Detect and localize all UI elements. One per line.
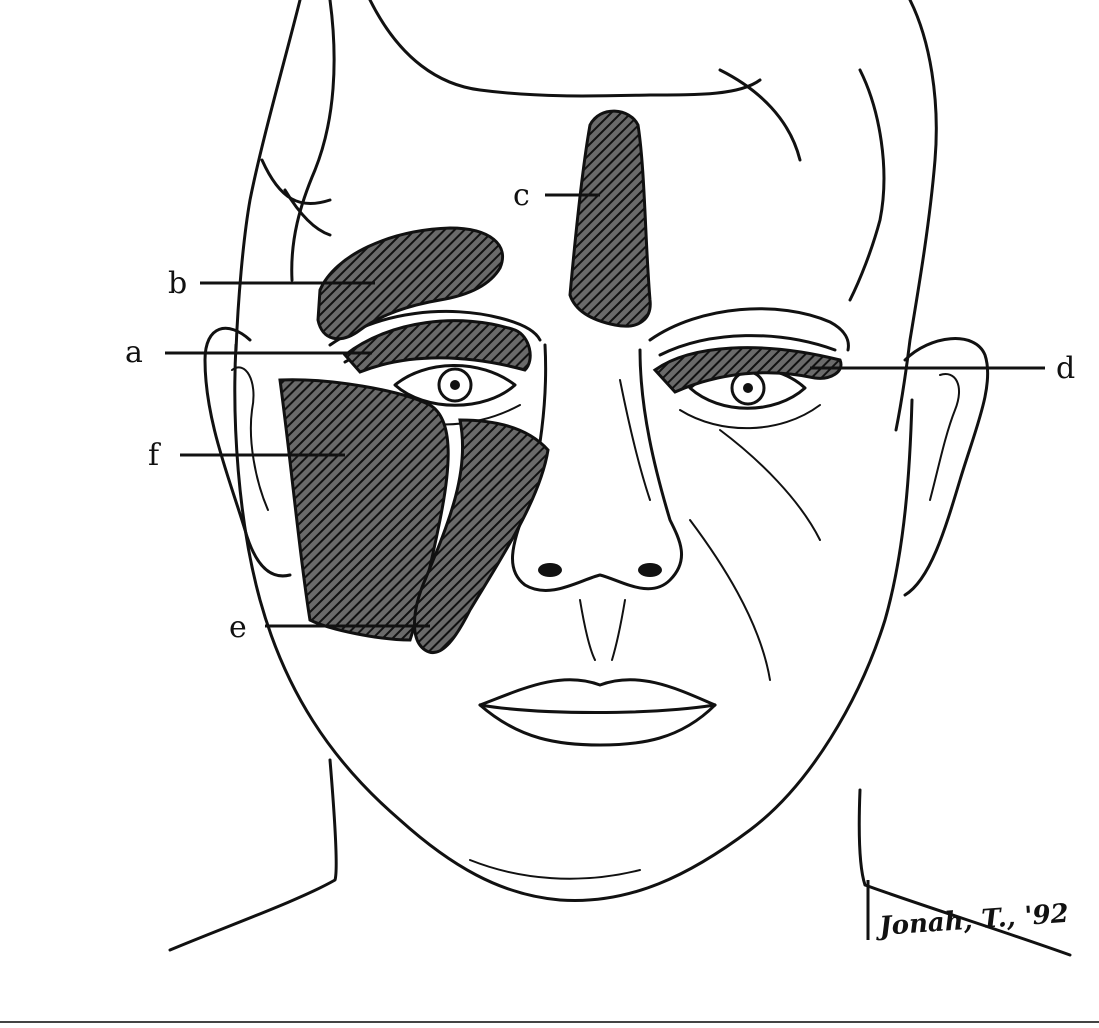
mouth <box>480 600 715 745</box>
artist-signature: Jonah, T., '92 <box>873 899 1069 943</box>
label-a: a <box>125 335 143 370</box>
ear-right <box>905 339 988 595</box>
label-c: c <box>513 178 530 213</box>
label-e: e <box>229 610 247 645</box>
label-d: d <box>1056 351 1075 386</box>
region-c-sinus <box>570 111 650 326</box>
region-a-sinus <box>345 321 530 372</box>
ear-left <box>205 328 290 576</box>
label-f: f <box>148 438 161 473</box>
label-b: b <box>168 266 187 301</box>
